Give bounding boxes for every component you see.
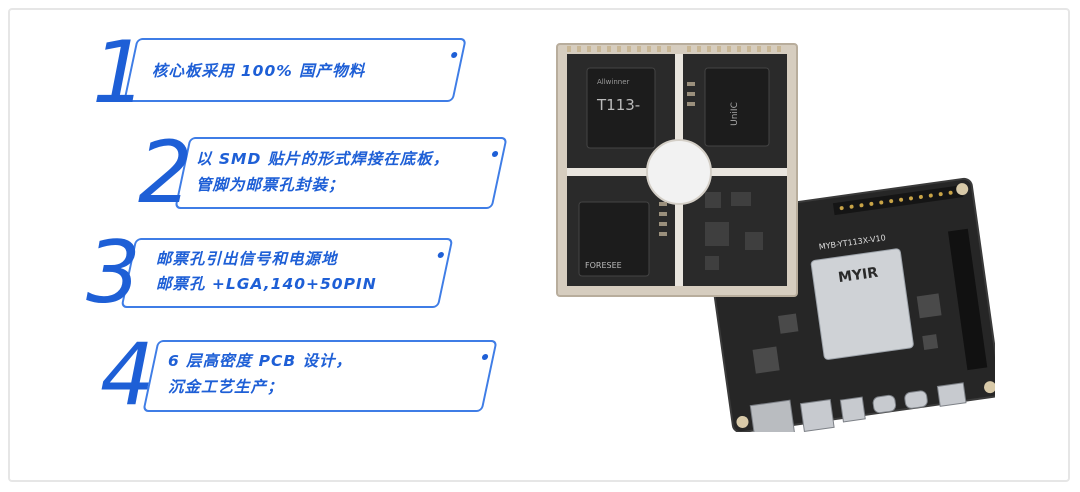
card-dot [437,252,445,258]
card-dot [481,354,489,360]
feature-number: 2 [138,123,193,223]
core-chip-label: T113- [596,96,640,114]
feature-number: 1 [92,23,147,123]
core-chip-brand: Allwinner [597,78,630,86]
flash-brand: FORESEE [585,261,622,270]
base-board-brand: MYIR [837,265,879,286]
card-dot [491,151,499,157]
feature-number: 3 [86,223,141,323]
feature-text-line: 以 SMD 贴片的形式焊接在底板， [196,150,450,168]
card-dot [450,52,458,58]
feature-text-line: 管脚为邮票孔封装； [196,176,345,194]
board-svg: MYIR MYB-YT113X-V10 [556,43,1002,442]
board-illustration: MYIR MYB-YT113X-V10 [555,42,1002,442]
core-board: T113- Allwinner UniIC FORESEE [556,43,798,297]
memory-brand: UniIC [730,102,740,126]
feature-text-line: 沉金工艺生产； [168,378,284,396]
feature-text-line: 邮票孔 +LGA,140+50PIN [156,275,377,293]
feature-text-line: 6 层高密度 PCB 设计， [168,352,353,370]
feature-text-line: 核心板采用 100% 国产物料 [152,62,366,80]
page-frame [8,8,1070,482]
feature-text-line: 邮票孔引出信号和电源地 [156,250,338,268]
feature-number: 4 [100,325,155,425]
